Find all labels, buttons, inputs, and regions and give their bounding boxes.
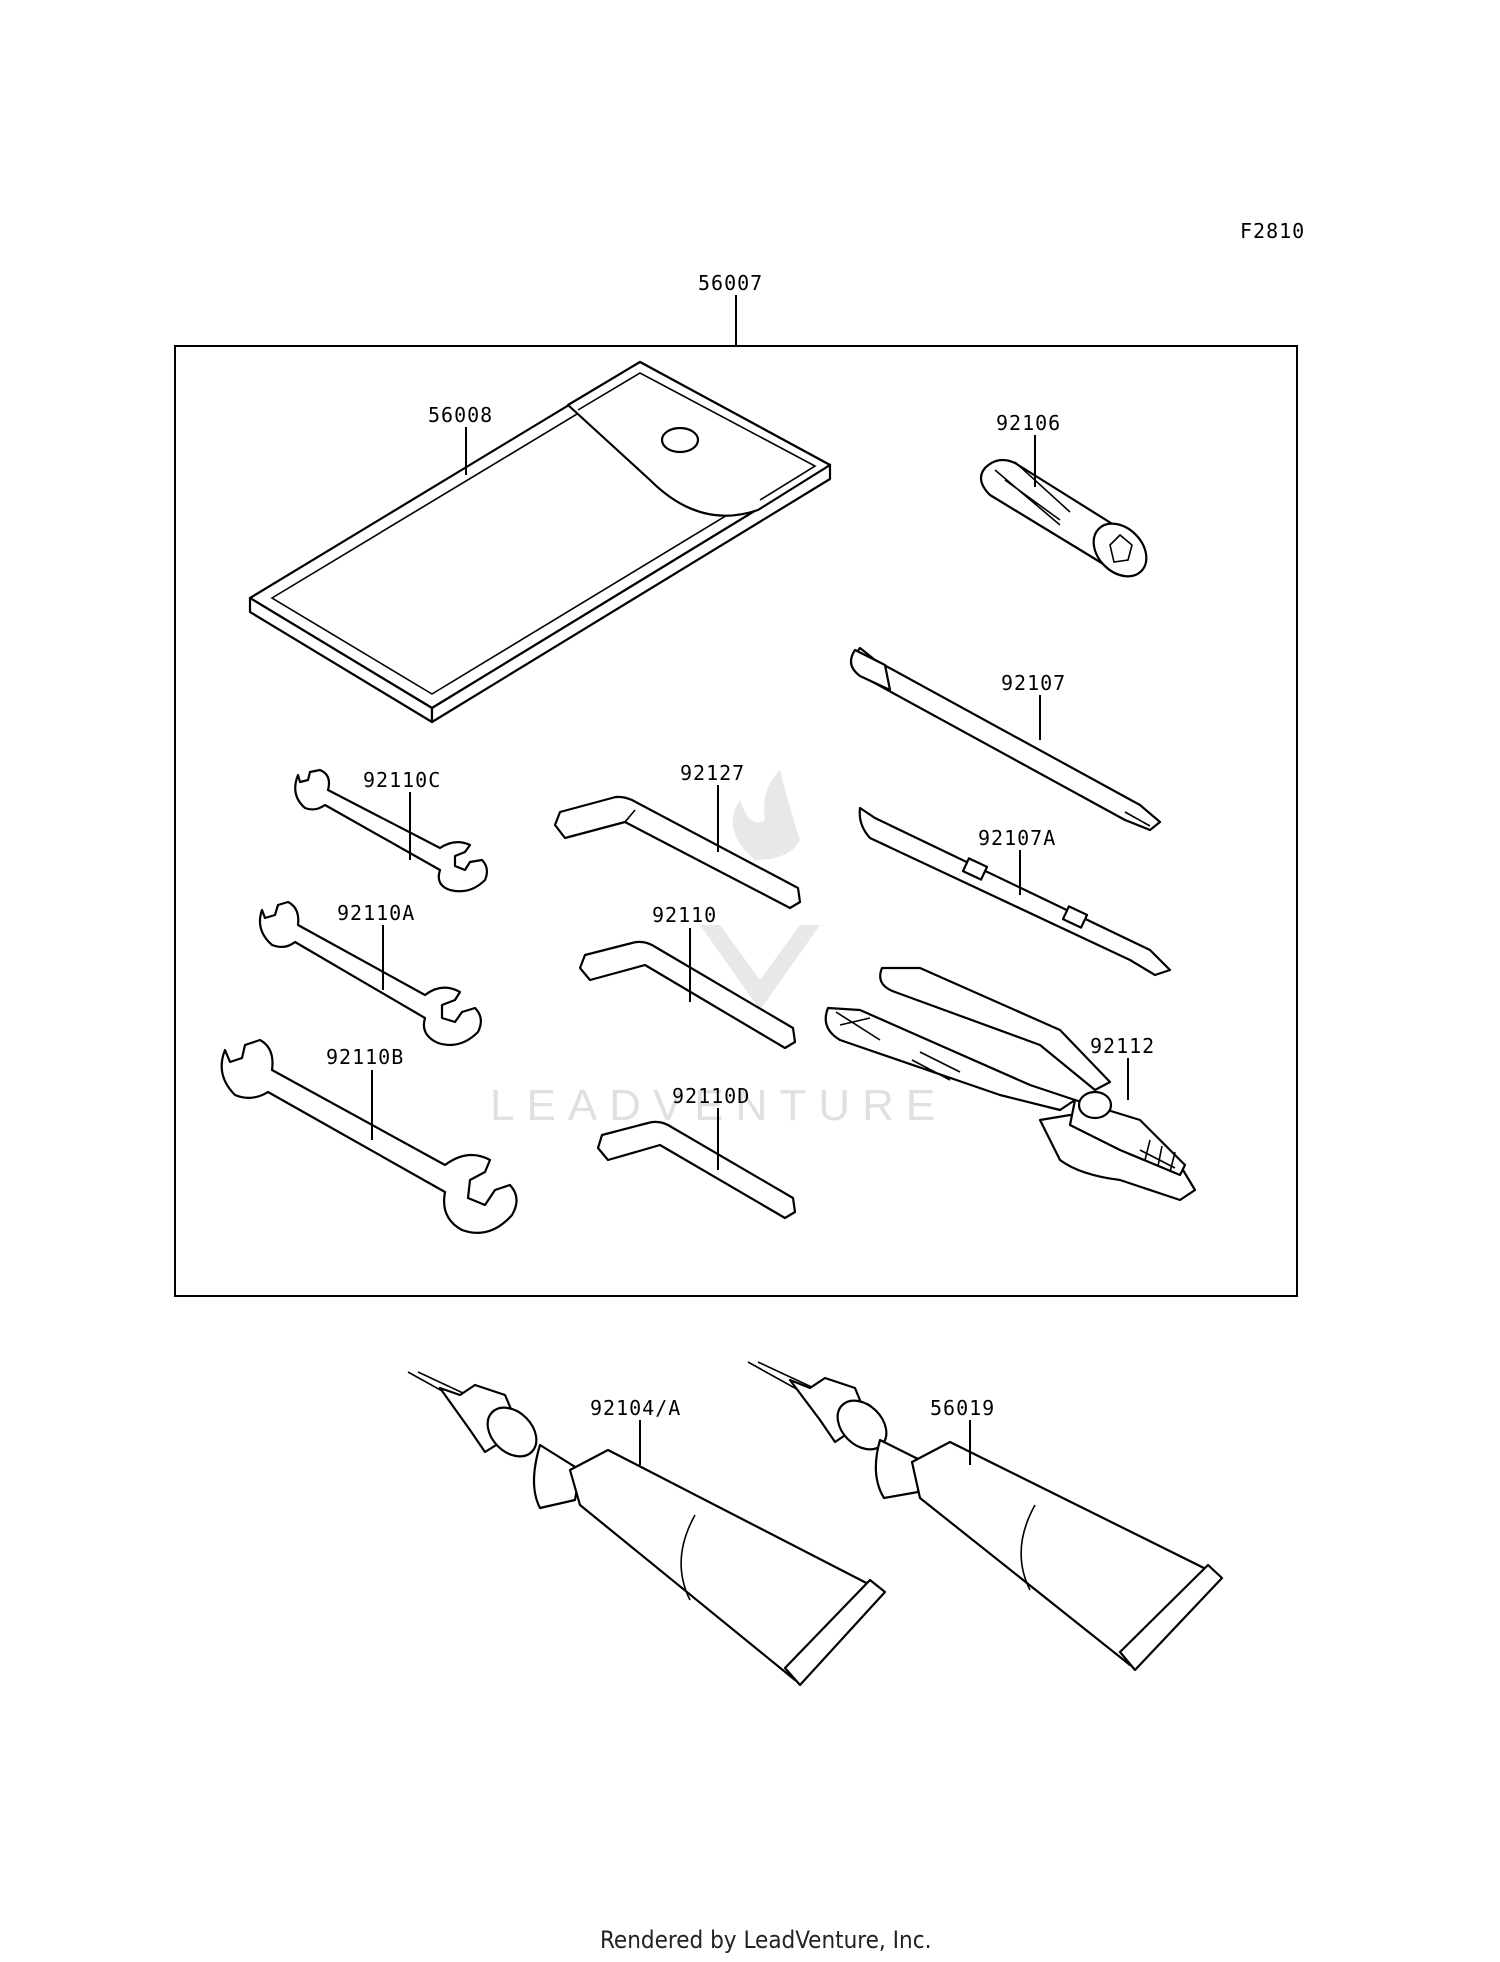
phillips-driver-label: 92107: [1001, 671, 1066, 695]
open-end-wrench-medium[interactable]: 92110A: [258, 900, 482, 1047]
open-end-wrench-large[interactable]: 92110B: [220, 1038, 518, 1234]
diagram-code: F2810: [1240, 219, 1305, 243]
wrench-a-label: 92110A: [337, 901, 415, 925]
tube-1-label: 92104/A: [590, 1396, 681, 1420]
flat-phillips-driver-label: 92107A: [978, 826, 1056, 850]
pouch-label: 56008: [428, 403, 493, 427]
hex-key-small-label: 92110D: [672, 1084, 750, 1108]
hex-key-small[interactable]: 92110D: [596, 1084, 797, 1220]
hex-key-medium[interactable]: 92110: [578, 903, 797, 1050]
bit-holder[interactable]: 92106: [979, 411, 1157, 587]
hex-key-large-label: 92127: [680, 761, 745, 785]
grease-tube-2[interactable]: 56019: [747, 1361, 1224, 1672]
watermark: LEADVENTURE: [490, 770, 947, 1130]
wrench-c-label: 92110C: [363, 768, 441, 792]
footer-credit: Rendered by LeadVenture, Inc.: [600, 1926, 931, 1954]
hex-key-large[interactable]: 92127: [553, 761, 802, 910]
open-end-wrench-small[interactable]: 92110C: [294, 768, 489, 893]
kit-label: 56007: [698, 271, 763, 295]
hex-key-medium-label: 92110: [652, 903, 717, 927]
pliers-label: 92112: [1090, 1034, 1155, 1058]
tube-2-label: 56019: [930, 1396, 995, 1420]
tool-kit-box: 56007: [174, 271, 1298, 1297]
wrench-b-label: 92110B: [326, 1045, 404, 1069]
watermark-text: LEADVENTURE: [490, 1081, 947, 1130]
grease-tube-1[interactable]: 92104/A: [407, 1371, 887, 1687]
tool-pouch[interactable]: 56008: [248, 360, 832, 724]
bit-holder-label: 92106: [996, 411, 1061, 435]
flat-phillips-screwdriver[interactable]: 92107A: [858, 806, 1172, 977]
phillips-screwdriver[interactable]: 92107: [849, 646, 1162, 832]
slip-joint-pliers[interactable]: 92112: [824, 966, 1197, 1202]
